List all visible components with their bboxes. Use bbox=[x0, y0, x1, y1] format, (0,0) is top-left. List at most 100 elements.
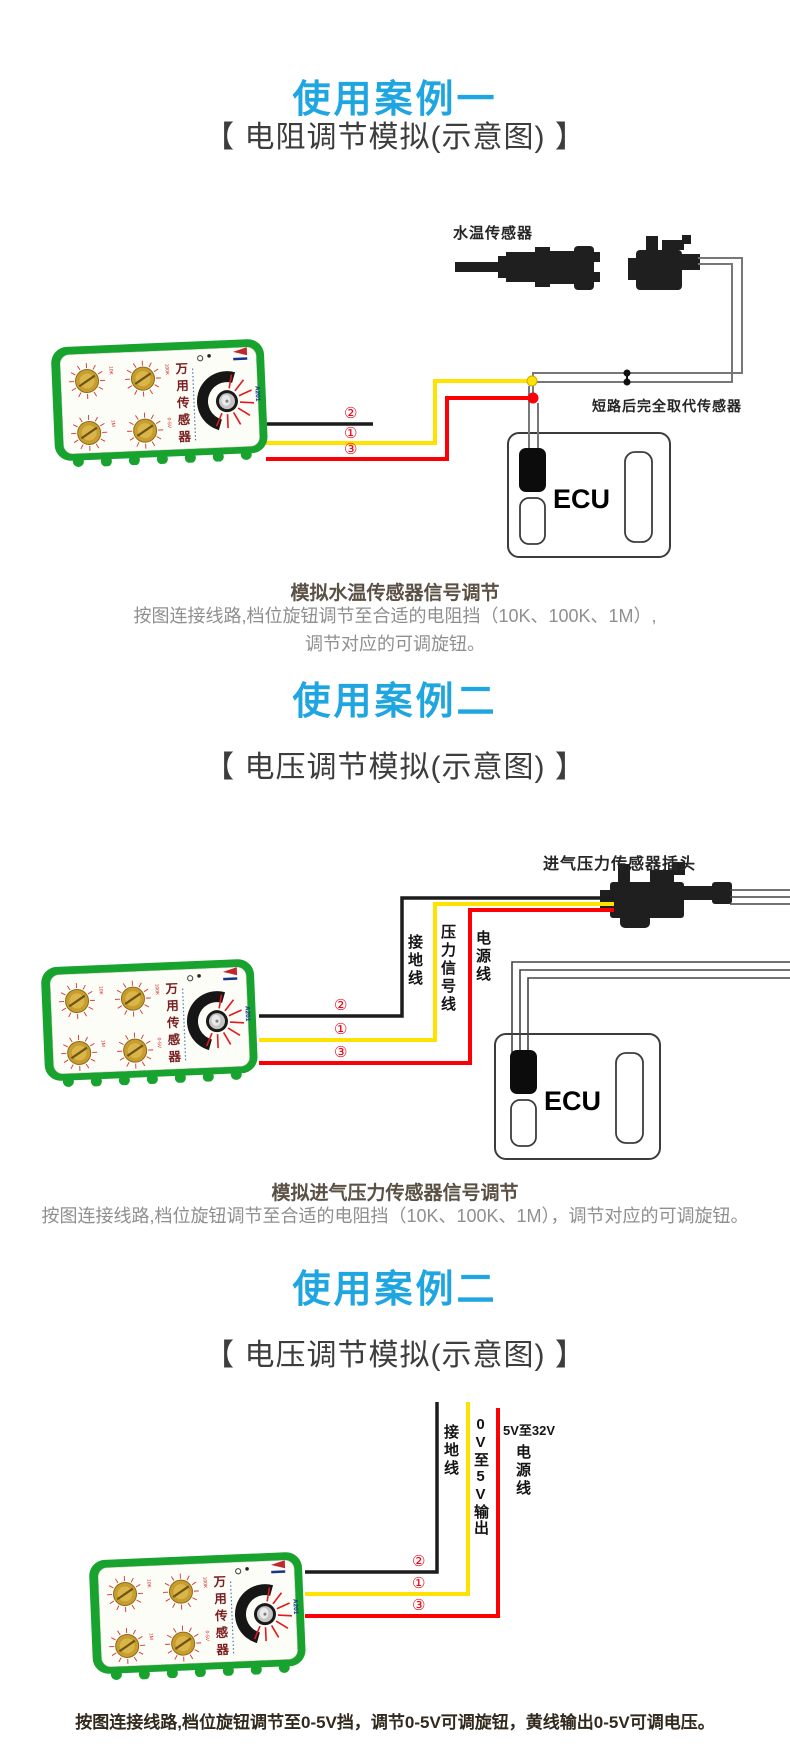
wire-label-output-3: 0V至5V输出 bbox=[472, 1416, 489, 1536]
knob-label-10k: 10K bbox=[107, 366, 113, 376]
knob-label: 1M bbox=[100, 1040, 106, 1047]
wire-black-2 bbox=[259, 896, 614, 1018]
section2-subtitle: 【 电压调节模拟(示意图) 】 bbox=[204, 751, 586, 784]
wire-yellow-1 bbox=[266, 379, 530, 445]
caption2-line1: 按图连接线路,档位旋钮调节至合适的电阻挡（10K、100K、1M），调节对应的可… bbox=[41, 1206, 749, 1226]
brand-logo-icon bbox=[232, 347, 248, 356]
ecu-1-internals: ECU bbox=[519, 448, 653, 545]
section3-subtitle: 【 电压调节模拟(示意图) 】 bbox=[204, 1339, 586, 1372]
wire-number-1c: ① bbox=[412, 1575, 426, 1592]
led-indicator bbox=[235, 1568, 242, 1575]
knob-label: 10K bbox=[145, 1579, 151, 1589]
sensor-loop-wires bbox=[528, 257, 743, 452]
knob-label: 100K bbox=[153, 984, 160, 997]
knob-label: 0-5V bbox=[156, 1038, 162, 1049]
caption2-title: 模拟进气压力传感器信号调节 bbox=[271, 1183, 519, 1204]
section3-title: 使用案例二 bbox=[292, 1269, 498, 1311]
caption1-line1: 按图连接线路,档位旋钮调节至合适的电阻挡（10K、100K、1M）, bbox=[133, 606, 657, 626]
plug-to-ecu-lines bbox=[511, 889, 790, 1055]
fine-print-column bbox=[191, 368, 197, 441]
wire-black-3 bbox=[305, 1402, 439, 1574]
device-brand-text: 万用 传感 器 bbox=[164, 982, 182, 1065]
knob-label: 100K bbox=[201, 1577, 208, 1590]
simulator-device-3: 10K 100K 1M 0-5V 万用 传感 器 A201 bbox=[88, 1551, 308, 1682]
svg-text:传: 传 bbox=[176, 395, 191, 411]
svg-text:传: 传 bbox=[166, 1015, 181, 1031]
svg-text:万: 万 bbox=[174, 362, 188, 377]
wire-number-3c: ③ bbox=[412, 1597, 426, 1614]
pressure-plug-label: 进气压力传感器插头 bbox=[543, 856, 697, 873]
wire-number-2: ② bbox=[344, 405, 358, 422]
fine-print-column bbox=[181, 988, 187, 1061]
svg-text:用: 用 bbox=[213, 1592, 227, 1607]
wire-number-3b: ③ bbox=[334, 1044, 348, 1061]
svg-text:感: 感 bbox=[177, 412, 191, 428]
svg-text:用: 用 bbox=[175, 379, 189, 394]
svg-text:传: 传 bbox=[214, 1608, 229, 1624]
fine-print-column bbox=[229, 1581, 235, 1654]
simulator-device-2: 10K 100K 1M 0-5V 万用 传感 器 A201 bbox=[40, 958, 260, 1089]
wire-number-2b: ② bbox=[334, 997, 348, 1014]
red-terminal-dot bbox=[527, 392, 539, 404]
knob-label-05v: 0-5V bbox=[166, 418, 172, 429]
svg-text:感: 感 bbox=[215, 1625, 229, 1641]
yellow-terminal-dot bbox=[526, 375, 538, 387]
wire-yellow-2 bbox=[259, 902, 614, 1042]
wire-label-power-3: 电源线 bbox=[514, 1444, 531, 1498]
sensor-plug-silhouette bbox=[628, 235, 700, 290]
ecu-label-2: ECU bbox=[544, 1086, 601, 1116]
brand-logo-icon bbox=[222, 967, 238, 976]
water-temp-sensor-silhouette bbox=[455, 246, 600, 290]
power-dot bbox=[207, 354, 211, 358]
short-circuit-note: 短路后完全取代传感器 bbox=[592, 398, 742, 414]
wire-label-ground-2: 接地线 bbox=[406, 934, 423, 988]
brand-logo-bar bbox=[271, 1570, 286, 1574]
knob-label: 0-5V bbox=[204, 1631, 210, 1642]
simulator-device-1: 10K 100K 1M 0-5V 万用 传感 器 A201 bbox=[50, 338, 270, 469]
wire-number-3: ③ bbox=[344, 441, 358, 458]
wire-red-1 bbox=[266, 396, 531, 461]
knob-label-1m: 1M bbox=[110, 420, 116, 427]
svg-text:器: 器 bbox=[215, 1643, 230, 1658]
svg-text:用: 用 bbox=[165, 999, 179, 1014]
ecu-label-1: ECU bbox=[553, 484, 610, 514]
wire-red-3 bbox=[305, 1408, 500, 1618]
section1-subtitle: 【 电阻调节模拟(示意图) 】 bbox=[204, 121, 586, 154]
device-model: A201 bbox=[243, 1006, 251, 1022]
brand-logo-bar bbox=[223, 977, 238, 981]
knob-label: 10K bbox=[97, 986, 103, 996]
device-model: A201 bbox=[291, 1599, 299, 1615]
wire-label-power-2: 电源线 bbox=[474, 930, 491, 984]
brand-logo-bar bbox=[233, 357, 248, 361]
caption1-line2: 调节对应的可调旋钮。 bbox=[305, 634, 485, 654]
led-indicator bbox=[187, 975, 194, 982]
svg-text:器: 器 bbox=[167, 1050, 182, 1065]
wire-number-1: ① bbox=[344, 425, 358, 442]
junction-dot-top bbox=[623, 369, 631, 377]
caption3-title: 按图连接线路,档位旋钮调节至0-5V挡，调节0-5V可调旋钮，黄线输出0-5V可… bbox=[75, 1713, 715, 1732]
brand-logo-icon bbox=[270, 1560, 286, 1569]
ecu-2-internals: ECU bbox=[510, 1050, 644, 1147]
wire-label-ground-3: 接地线 bbox=[442, 1424, 459, 1478]
svg-text:感: 感 bbox=[167, 1032, 181, 1048]
device-brand-text: 万用 传感 器 bbox=[212, 1575, 230, 1658]
wire-label-power-range-3: 5V至32V bbox=[503, 1423, 556, 1438]
wire-number-1b: ① bbox=[334, 1021, 348, 1038]
device-brand-text: 万用 传感 器 bbox=[174, 362, 192, 445]
wire-label-signal-2: 压力信号线 bbox=[439, 924, 456, 1014]
led-indicator bbox=[197, 355, 204, 362]
section2-title: 使用案例二 bbox=[292, 681, 498, 723]
wire-red-2 bbox=[259, 908, 614, 1065]
device-model: A201 bbox=[253, 386, 261, 402]
wire-number-2c: ② bbox=[412, 1553, 426, 1570]
section1-title: 使用案例一 bbox=[292, 79, 498, 121]
junction-dot-bottom bbox=[623, 378, 631, 386]
power-dot bbox=[197, 974, 201, 978]
svg-text:器: 器 bbox=[177, 430, 192, 445]
caption1-title: 模拟水温传感器信号调节 bbox=[290, 583, 500, 604]
svg-text:万: 万 bbox=[212, 1575, 226, 1590]
svg-text:万: 万 bbox=[164, 982, 178, 997]
power-dot bbox=[245, 1567, 249, 1571]
water-temp-sensor-label: 水温传感器 bbox=[453, 225, 534, 242]
